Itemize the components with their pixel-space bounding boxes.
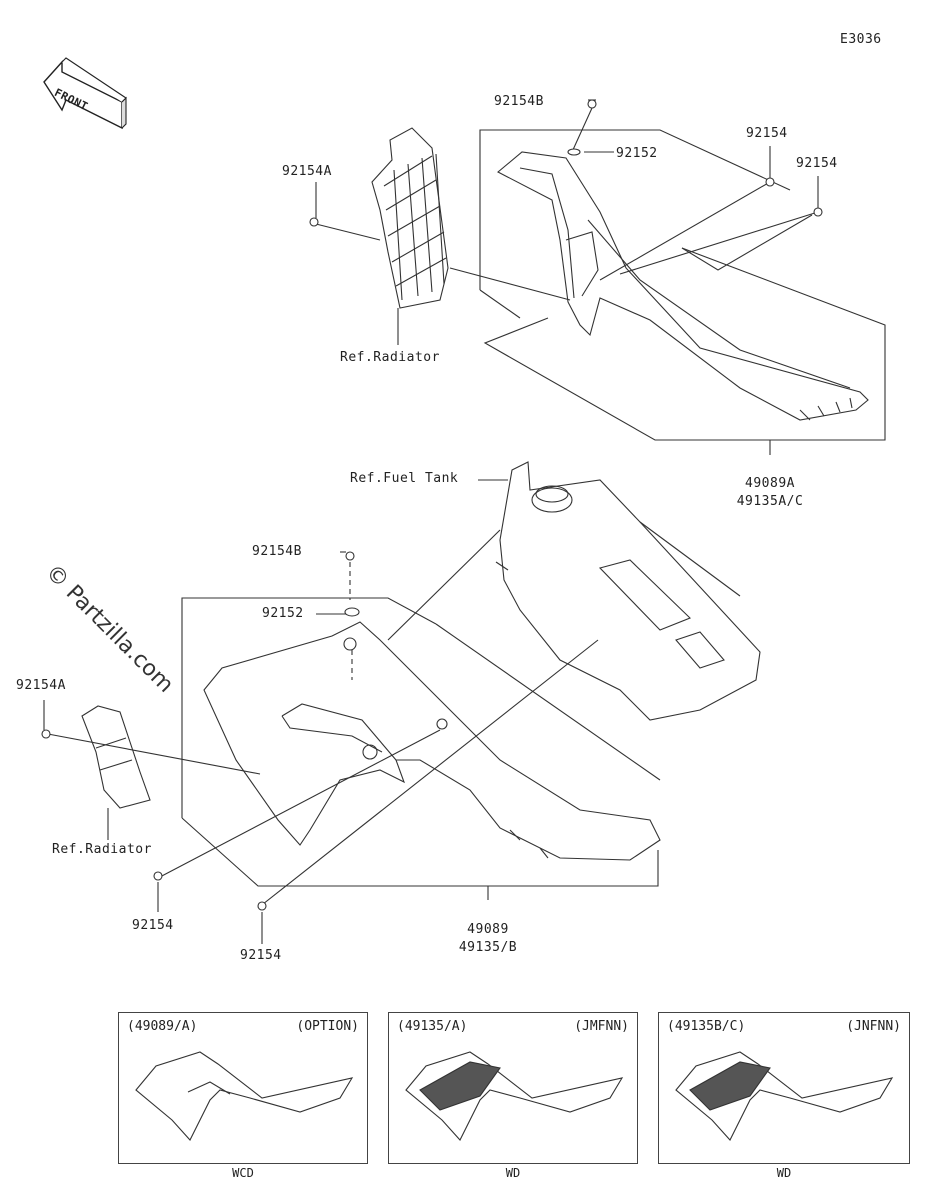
variant-color-2: WD bbox=[505, 1166, 521, 1180]
fuel-tank bbox=[495, 461, 761, 721]
leader-lines-bottom bbox=[47, 479, 741, 909]
variant-shroud-2 bbox=[405, 1051, 624, 1141]
label-92154a-top: 92154A bbox=[282, 164, 332, 179]
variant-color-1: WCD bbox=[232, 1166, 254, 1180]
label-92154-bottom-1: 92154 bbox=[132, 918, 174, 933]
radiator-grille-bottom bbox=[81, 705, 151, 809]
variant-market: (JMFNN) bbox=[574, 1019, 629, 1034]
label-49135-b: 49135/B bbox=[458, 940, 518, 955]
variant-code: (49135/A) bbox=[397, 1019, 468, 1034]
radiator-grille-top bbox=[371, 127, 449, 309]
label-49089: 49089 bbox=[467, 922, 509, 937]
front-arrow-icon bbox=[43, 57, 127, 130]
label-92152-mid: 92152 bbox=[262, 606, 304, 621]
variant-shroud-3 bbox=[675, 1051, 894, 1141]
variant-color-3: WD bbox=[776, 1166, 792, 1180]
variant-box-3: (49135B/C) (JNFNN) bbox=[658, 1012, 910, 1164]
label-ref-radiator-top: Ref.Radiator bbox=[340, 350, 440, 365]
diagram-code: E3036 bbox=[840, 32, 882, 47]
label-ref-radiator-bottom: Ref.Radiator bbox=[52, 842, 152, 857]
label-92154b-top: 92154B bbox=[494, 94, 544, 109]
label-92154-bottom-2: 92154 bbox=[240, 948, 282, 963]
variant-box-1: (49089/A) (OPTION) bbox=[118, 1012, 368, 1164]
bolt-icons bbox=[41, 99, 823, 911]
right-shroud bbox=[497, 151, 869, 421]
label-49089a: 49089A bbox=[745, 476, 795, 491]
variant-code: (49135B/C) bbox=[667, 1019, 746, 1034]
label-92154-right-2: 92154 bbox=[796, 156, 838, 171]
left-shroud-frame bbox=[181, 597, 661, 900]
label-92152-top: 92152 bbox=[616, 146, 658, 161]
label-92154-right-1: 92154 bbox=[746, 126, 788, 141]
leader-lines-top bbox=[315, 99, 819, 345]
label-49135a-c: 49135A/C bbox=[736, 494, 804, 509]
right-shroud-frame bbox=[479, 129, 886, 455]
label-92154a-left: 92154A bbox=[16, 678, 66, 693]
label-ref-fuel-tank: Ref.Fuel Tank bbox=[350, 471, 459, 486]
left-shroud bbox=[203, 621, 661, 861]
variant-box-2: (49135/A) (JMFNN) bbox=[388, 1012, 638, 1164]
variant-market: (JNFNN) bbox=[846, 1019, 901, 1034]
label-92154b-mid: 92154B bbox=[252, 544, 302, 559]
variant-code: (49089/A) bbox=[127, 1019, 198, 1034]
variant-market: (OPTION) bbox=[296, 1019, 359, 1034]
variant-shroud-1 bbox=[135, 1051, 354, 1141]
